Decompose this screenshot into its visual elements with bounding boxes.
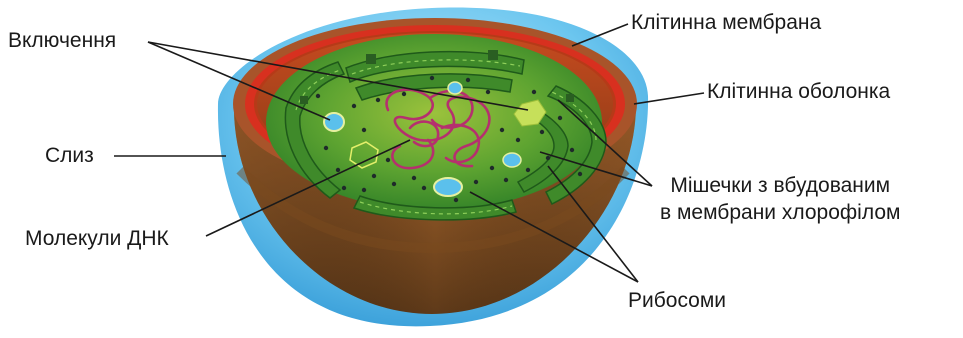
label-cell-wall: Клітинна оболонка xyxy=(707,80,890,104)
inclusion-blue-top xyxy=(448,82,462,94)
label-thylakoids: Мішечки з вбудованим в мембрани хлорофіл… xyxy=(660,172,900,226)
label-dna-molecules: Молекули ДНК xyxy=(25,227,169,251)
label-mucus: Слиз xyxy=(45,144,94,168)
label-inclusions: Включення xyxy=(8,29,116,53)
inclusion-blue-left xyxy=(324,113,344,131)
label-ribosomes: Рибосоми xyxy=(628,289,726,313)
inclusion-blue-right xyxy=(503,153,521,167)
label-cell-membrane: Клітинна мембрана xyxy=(631,11,821,35)
label-thylakoids-line2: в мембрани хлорофілом xyxy=(660,199,900,226)
label-thylakoids-line1: Мішечки з вбудованим xyxy=(660,172,900,199)
inclusion-blue-bottom xyxy=(434,178,462,196)
